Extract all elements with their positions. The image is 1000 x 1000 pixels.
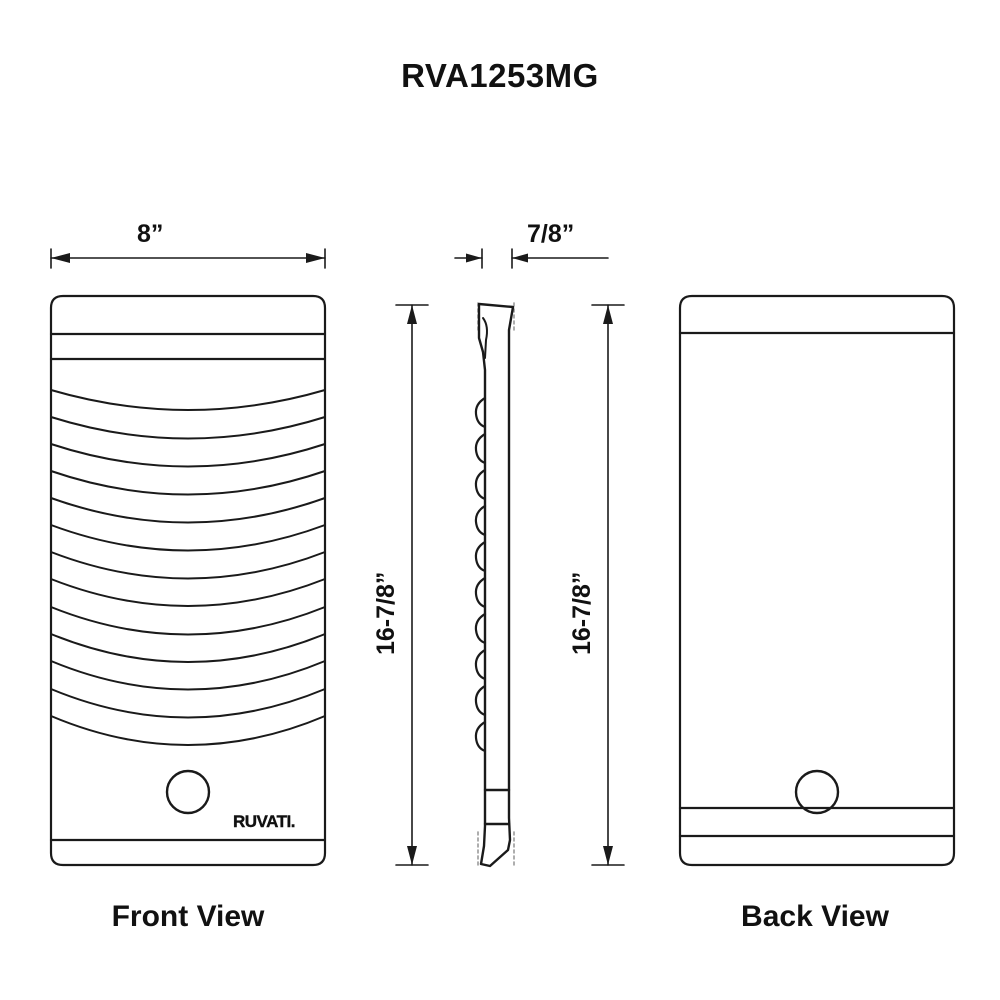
page-title: RVA1253MG — [401, 57, 599, 94]
front-height-dimension-label: 16-7/8” — [372, 571, 400, 655]
side-wave-edge — [474, 396, 487, 753]
back-height-dimension-arrows — [603, 305, 613, 865]
front-drain-circle — [165, 769, 211, 815]
front-view-caption: Front View — [111, 900, 265, 933]
front-view-drawing — [49, 294, 327, 867]
front-wave-lines — [50, 389, 326, 746]
depth-dimension-label: 7/8” — [527, 220, 575, 248]
width-dimension-arrows — [51, 253, 325, 263]
back-height-dimension-label: 16-7/8” — [568, 571, 596, 655]
side-top-crease — [482, 317, 488, 359]
front-height-dimension-arrows — [407, 305, 417, 865]
back-view-drawing — [678, 294, 956, 867]
width-dimension-label: 8” — [137, 220, 164, 248]
width-dimension-line — [50, 248, 326, 269]
back-drain-circle — [794, 769, 840, 815]
ruvati-brand-logo: RUVATI. — [233, 812, 296, 831]
depth-dimension-arrows — [466, 253, 528, 263]
back-view-caption: Back View — [741, 900, 889, 933]
side-view-drawing — [474, 302, 515, 869]
back-panel-outline — [678, 294, 956, 867]
side-panel-outline — [477, 302, 515, 868]
front-panel-outline — [49, 294, 327, 867]
